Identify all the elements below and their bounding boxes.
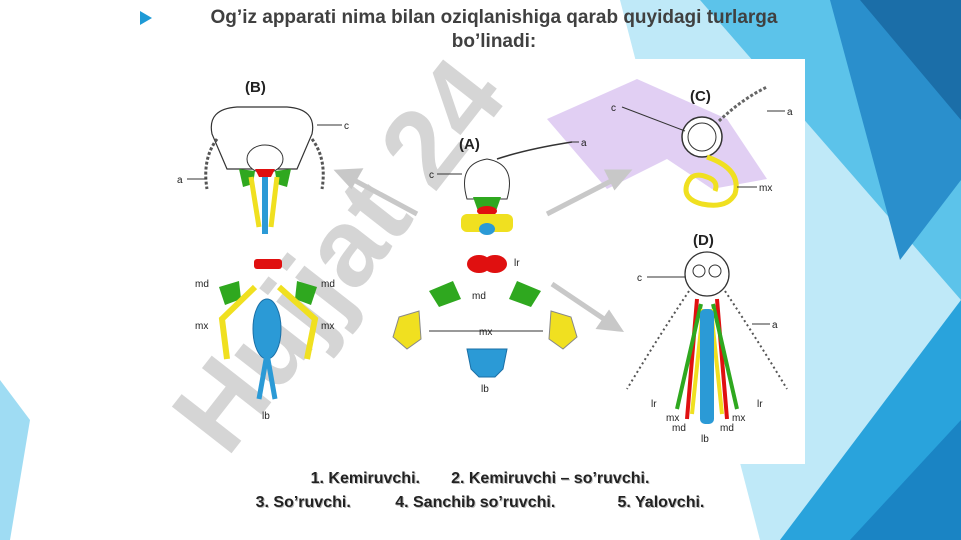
labrum-D (685, 298, 729, 420)
labrum-exploded-right-A (483, 255, 507, 273)
maxilla-exploded-left-A (392, 310, 422, 350)
mandible-exploded-left-A (429, 281, 461, 307)
eye-C (687, 122, 717, 152)
bg-shape-darkest (860, 0, 961, 120)
pointer-c-C (621, 106, 686, 132)
caption-line-2: 3. So’ruvchi. 4. Sanchib so’ruvchi. 5. Y… (255, 494, 705, 511)
antenna-right-B (310, 138, 325, 190)
mandible-exploded-left-B (219, 281, 241, 305)
antenna-left-D (626, 290, 690, 390)
bg-shape-left (0, 380, 30, 540)
label-md-left-B: md (195, 279, 209, 290)
label-md-left-D: md (672, 423, 686, 434)
caption-line-1: 1. Kemiruvchi. 2. Kemiruvchi – so’ruvchi… (310, 470, 650, 487)
label-a-D: a (772, 320, 778, 331)
label-lr-right-D: lr (757, 399, 763, 410)
label-lr-A: lr (514, 258, 520, 269)
mandible-exploded-right-A (509, 281, 541, 307)
label-lb-B: lb (262, 411, 270, 422)
label-c-D: c (637, 273, 642, 284)
label-c-C: c (611, 103, 616, 114)
eye-left-D (692, 264, 706, 278)
arrow-to-B (350, 176, 419, 217)
label-mx-C: mx (759, 183, 772, 194)
label-a-C: a (787, 107, 793, 118)
panel-label-C: (C) (690, 88, 711, 105)
label-mx-right-B: mx (321, 321, 334, 332)
label-mx-right-D: mx (732, 413, 745, 424)
panel-label-B: (B) (245, 79, 266, 96)
labium-A (479, 223, 495, 235)
panel-label-A: (A) (459, 136, 480, 153)
labium-exploded-B (252, 298, 282, 360)
title-row: Og’iz apparati nima bilan oziqlanishiga … (140, 6, 820, 54)
head-circle-B (246, 144, 284, 174)
panel-C: a c mx (611, 85, 793, 208)
arrows (333, 168, 633, 333)
labial-palps-B (256, 353, 278, 400)
label-mx-left-B: mx (195, 321, 208, 332)
label-md-A: md (472, 291, 486, 302)
bullet-arrow-icon (140, 11, 152, 25)
labrum-B (255, 169, 275, 177)
arrow-head-B (333, 168, 364, 190)
arrow-head-D (595, 309, 625, 333)
panel-B: c a md md mx mx lb (177, 106, 349, 422)
label-mx-left-D: mx (666, 413, 679, 424)
maxilla-exploded-B (218, 284, 319, 360)
label-a-B: a (177, 175, 183, 186)
labrum-exploded-B (254, 259, 282, 269)
label-c-A: c (429, 170, 434, 181)
proboscis-C (683, 154, 739, 208)
label-lb-D: lb (701, 434, 709, 445)
panel-label-D: (D) (693, 232, 714, 249)
mandible-right-B (275, 169, 291, 187)
labium-D (700, 309, 714, 424)
label-lb-A: lb (481, 384, 489, 395)
mouthparts-figure: Hujjat 24 (B) (A) (C) (D) (167, 59, 805, 464)
mouthparts-diagram: Hujjat 24 (B) (A) (C) (D) (167, 59, 793, 464)
labium-exploded-A (466, 348, 508, 378)
labrum-A (477, 206, 497, 216)
bg-shape-bottom-dark (850, 420, 961, 540)
arrow-to-D (550, 281, 609, 324)
label-mx-A: mx (479, 327, 492, 338)
head-D (684, 251, 730, 297)
panel-D: c a lr lr mx mx md md lb (626, 251, 788, 445)
label-lr-left-D: lr (651, 399, 657, 410)
head-outline-B (210, 106, 314, 170)
maxilla-exploded-right-A (548, 310, 578, 350)
antenna-right-D (724, 290, 788, 390)
mandible-D (675, 303, 739, 410)
label-md-right-B: md (321, 279, 335, 290)
head-outline-A (464, 158, 510, 200)
arrow-to-C (545, 176, 617, 217)
antenna-left-B (204, 138, 219, 190)
antenna-C (717, 85, 768, 123)
label-c-B: c (344, 121, 349, 132)
antenna-A (496, 141, 573, 160)
eye-right-D (708, 264, 722, 278)
slide-title: Og’iz apparati nima bilan oziqlanishiga … (210, 7, 778, 52)
label-a-A: a (581, 138, 587, 149)
maxilla-B (248, 176, 280, 228)
arrow-head-C (603, 169, 633, 191)
mandible-exploded-right-B (295, 281, 317, 305)
panel-A: a c lr md mx lb (392, 138, 587, 395)
label-md-right-D: md (720, 423, 734, 434)
